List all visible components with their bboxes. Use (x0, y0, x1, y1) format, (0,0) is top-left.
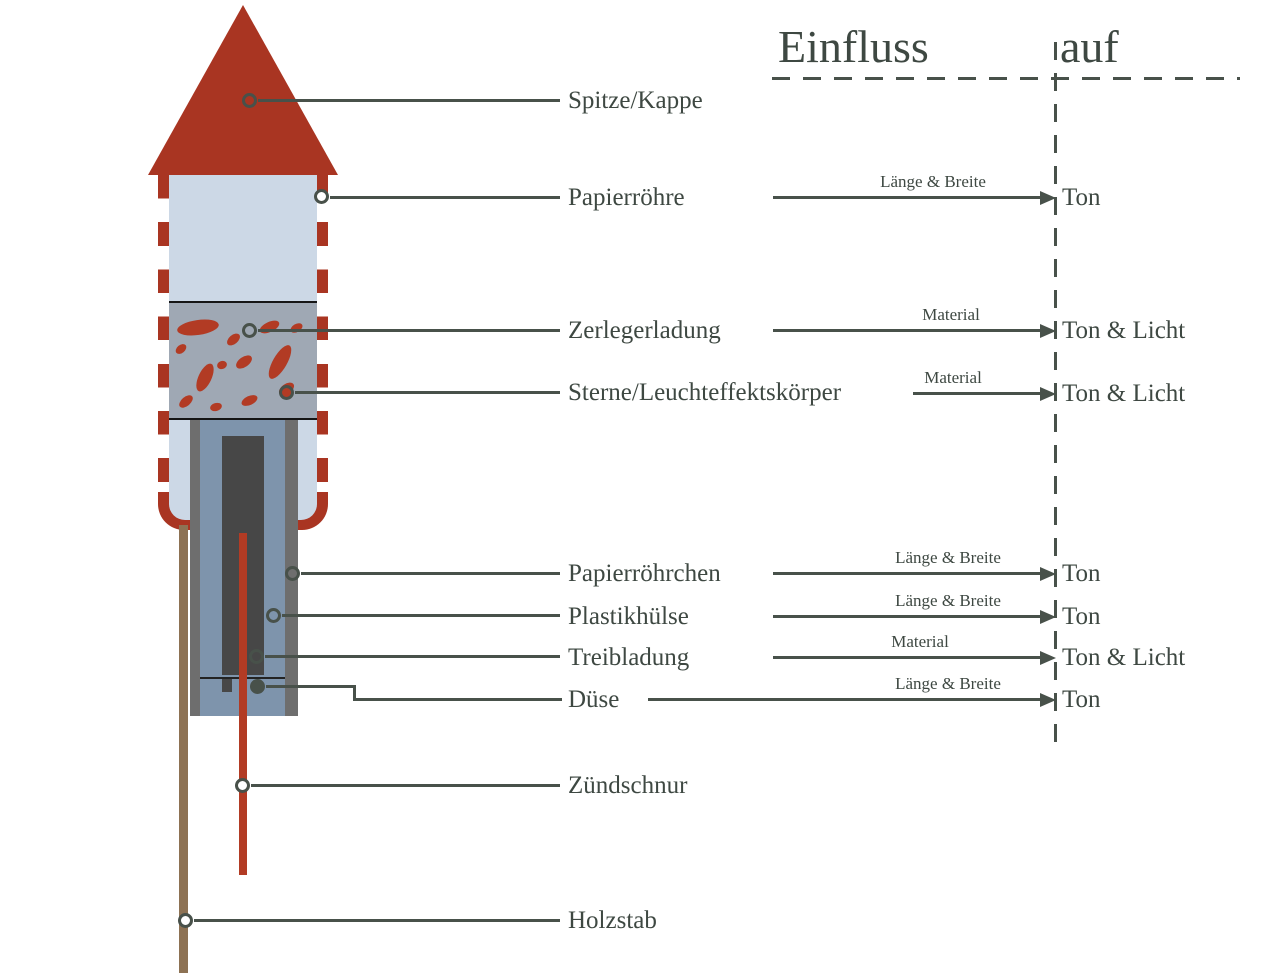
influence-label-papierroehrchen: Länge & Breite (895, 548, 1001, 567)
effect-duese: Ton (1062, 686, 1101, 713)
leader-duese-2 (353, 687, 356, 700)
stripe-column-left (158, 175, 169, 492)
label-holzstab: Holzstab (568, 907, 657, 934)
arrowhead-duese (1040, 693, 1056, 707)
arrowhead-papierroehre (1040, 191, 1056, 205)
influence-label-papierroehre: Länge & Breite (880, 172, 986, 191)
arrowhead-papierroehrchen (1040, 567, 1056, 581)
arrow-duese (648, 698, 1040, 701)
arrowhead-plastikhuelse (1040, 610, 1056, 624)
nozzle-block (222, 679, 232, 692)
effect-papierroehrchen: Ton (1062, 560, 1101, 587)
arrowhead-treibladung (1040, 651, 1056, 665)
star-ellipse (192, 361, 218, 394)
star-ellipse (173, 342, 189, 356)
marker-papierroehrchen (285, 566, 300, 581)
effect-sterne: Ton & Licht (1062, 380, 1186, 407)
header-einfluss: Einfluss (778, 21, 929, 72)
star-ellipse (176, 392, 196, 411)
leader-duese-3 (353, 698, 562, 701)
arrow-treibladung (773, 656, 1040, 659)
leader-papierroehre (330, 196, 560, 199)
label-papierroehrchen: Papierröhrchen (568, 560, 721, 587)
star-ellipse (209, 401, 223, 413)
stripe-column-right (317, 175, 328, 492)
star-ellipse (264, 342, 296, 382)
influence-label-sterne: Material (924, 368, 982, 387)
star-ellipse (233, 352, 255, 372)
arrowhead-sterne (1040, 387, 1056, 401)
burst-charge-section (169, 301, 317, 420)
marker-duese (250, 679, 265, 694)
label-sterne: Sterne/Leuchteffektskörper (568, 379, 842, 406)
leader-zuendschnur (251, 784, 560, 787)
leader-zerlegerladung (258, 329, 560, 332)
arrow-papierroehre (773, 196, 1040, 199)
header-auf: auf (1060, 21, 1119, 72)
marker-zerlegerladung (242, 323, 257, 338)
leader-duese-1 (266, 685, 356, 688)
leader-treibladung (265, 655, 560, 658)
marker-spitze (242, 93, 257, 108)
star-ellipse (224, 331, 243, 348)
label-treibladung: Treibladung (568, 644, 690, 671)
arrow-zerlegerladung (773, 329, 1040, 332)
marker-treibladung (249, 649, 264, 664)
star-ellipse (288, 321, 305, 335)
effect-treibladung: Ton & Licht (1062, 644, 1186, 671)
label-plastikhuelse: Plastikhülse (568, 603, 689, 630)
label-spitze-kappe: Spitze/Kappe (568, 87, 703, 114)
star-ellipse (215, 359, 229, 371)
leader-spitze (258, 99, 560, 102)
leader-sterne (295, 391, 560, 394)
effect-zerlegerladung: Ton & Licht (1062, 317, 1186, 344)
leader-plastikhuelse (282, 614, 560, 617)
wooden-stick (179, 525, 188, 973)
influence-label-zerlegerladung: Material (922, 305, 980, 324)
marker-zuendschnur (235, 778, 250, 793)
nose-cone (148, 5, 338, 175)
label-papierroehre: Papierröhre (568, 184, 685, 211)
arrow-plastikhuelse (773, 615, 1040, 618)
leader-papierroehrchen (301, 572, 560, 575)
label-duese: Düse (568, 686, 620, 713)
marker-holzstab (178, 913, 193, 928)
star-ellipse (257, 318, 282, 336)
star-ellipse (176, 317, 220, 338)
arrow-papierroehrchen (773, 572, 1040, 575)
leader-holzstab (194, 919, 560, 922)
effect-plastikhuelse: Ton (1062, 603, 1101, 630)
effect-papierroehre: Ton (1062, 184, 1101, 211)
arrowhead-zerlegerladung (1040, 324, 1056, 338)
marker-sterne (279, 385, 294, 400)
dashed-divider-horizontal (772, 77, 1240, 80)
marker-papierroehre (314, 189, 329, 204)
influence-label-treibladung: Material (891, 632, 949, 651)
influence-label-plastikhuelse: Länge & Breite (895, 591, 1001, 610)
label-zerlegerladung: Zerlegerladung (568, 317, 721, 344)
influence-label-duese: Länge & Breite (895, 674, 1001, 693)
star-ellipse (239, 392, 260, 409)
fuse-line (239, 533, 247, 875)
arrow-sterne (913, 392, 1040, 395)
marker-plastikhuelse (266, 608, 281, 623)
label-zuendschnur: Zündschnur (568, 772, 688, 799)
